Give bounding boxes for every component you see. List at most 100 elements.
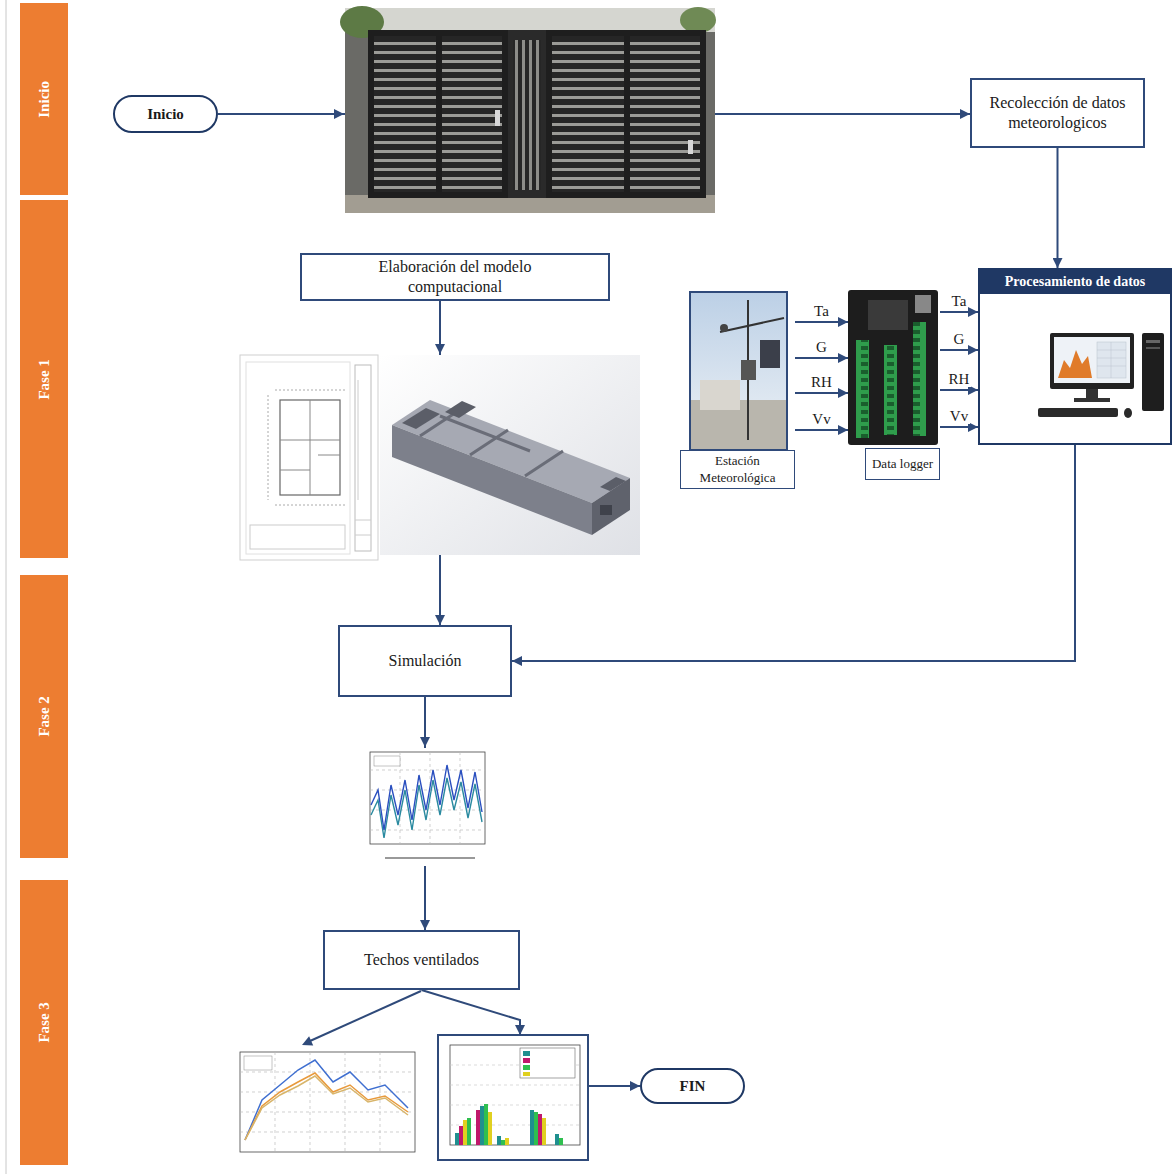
bar-chart — [530, 1110, 534, 1145]
process-box: Recolección de datos meteorologicos — [970, 78, 1145, 148]
signal-label: Vv — [810, 411, 832, 428]
bar-chart — [450, 1045, 580, 1145]
data-logger: Data logger — [848, 290, 940, 480]
signal-label: G — [952, 331, 967, 348]
flow-arrow — [940, 311, 978, 313]
floor-plan-drawing — [250, 525, 345, 549]
process-box: Elaboración del modelo computacional — [300, 253, 610, 301]
bar-chart — [455, 1133, 459, 1145]
bar-chart — [467, 1118, 471, 1145]
simulation-chart — [370, 752, 485, 844]
gate-photo — [495, 110, 500, 126]
data-logger-device — [915, 295, 931, 313]
data-logger-device — [856, 340, 869, 438]
computer-illustration — [1038, 408, 1118, 417]
node-label: Estación Meteorológica — [681, 452, 794, 487]
weather-station-photo — [700, 380, 740, 410]
bar-chart — [459, 1126, 463, 1145]
gate-photo — [442, 36, 502, 192]
weather-station: Estación Meteorológica — [680, 290, 795, 485]
bar-chart — [438, 1035, 588, 1160]
simulation-chart — [371, 765, 482, 830]
phase-label: Inicio — [35, 81, 54, 118]
bar-chart — [438, 1035, 588, 1160]
flow-arrow-layout — [302, 109, 525, 1046]
computer-illustration — [1142, 333, 1164, 411]
gate-photo — [630, 36, 700, 192]
node-label: FIN — [680, 1077, 706, 1096]
bar-chart — [480, 1106, 484, 1145]
bar-chart — [484, 1104, 488, 1145]
floor-plan-drawing — [280, 400, 340, 495]
3d-model-render — [380, 355, 640, 555]
3d-model-render — [420, 411, 563, 476]
process-box: Simulación — [338, 625, 512, 697]
3d-model-render — [445, 401, 476, 418]
flow-arrow — [1057, 148, 1059, 268]
computer-illustration — [1146, 340, 1160, 343]
data-logger-device — [848, 290, 938, 445]
flow-arrow — [795, 392, 848, 394]
bar-chart — [523, 1072, 530, 1076]
3d-model-render — [600, 477, 626, 491]
bar-chart — [523, 1058, 530, 1063]
phase-label: Fase 3 — [35, 1002, 54, 1042]
node-label: Data logger — [869, 455, 936, 473]
temperature-line-chart — [245, 1076, 408, 1140]
bar-chart — [559, 1138, 563, 1145]
gate-photo — [345, 8, 715, 32]
flow-arrow — [940, 389, 978, 391]
bar-chart — [497, 1136, 501, 1145]
bar-chart — [505, 1138, 509, 1145]
node-label: Recolección de datos meteorologicos — [972, 91, 1143, 135]
weather-station-photo — [741, 360, 756, 380]
bar-chart — [534, 1112, 538, 1145]
phase-band: Inicio — [20, 3, 68, 195]
flow-arrow-layout — [334, 109, 344, 119]
computer-illustration — [1054, 337, 1130, 383]
3d-model-render — [600, 505, 612, 515]
data-logger-device — [868, 300, 908, 330]
gate-photo — [688, 140, 693, 154]
signal-label: Vv — [948, 408, 970, 425]
process-box: Techos ventilados — [323, 930, 520, 990]
bar-chart — [523, 1065, 530, 1070]
data-logger-device — [913, 322, 926, 436]
weather-station-photo — [760, 340, 780, 368]
gate-photo — [340, 6, 716, 213]
panel-header: Procesamiento de datos — [980, 270, 1170, 294]
computer-illustration — [1124, 408, 1132, 418]
bar-chart — [542, 1118, 546, 1145]
node-label: Techos ventilados — [358, 948, 485, 972]
caption-box: Data logger — [865, 448, 940, 480]
signal-label: RH — [947, 371, 972, 388]
temperature-line-chart — [240, 1052, 415, 1152]
floor-plan-drawing — [268, 390, 345, 505]
signal-label: RH — [809, 374, 834, 391]
flow-arrow-layout — [302, 1036, 313, 1045]
gate-photo — [345, 8, 715, 213]
phase-band: Fase 3 — [20, 880, 68, 1165]
computer-illustration — [1146, 347, 1160, 349]
floor-plan-drawing — [280, 400, 340, 495]
flow-arrow-layout — [435, 344, 445, 354]
bar-chart — [463, 1120, 467, 1145]
bar-chart — [555, 1134, 559, 1145]
temperature-line-chart — [245, 1073, 408, 1140]
flow-arrow — [795, 429, 848, 431]
processing-panel: Procesamiento de datos — [978, 268, 1172, 445]
floor-plan-drawing — [355, 365, 371, 551]
flow-arrow-layout — [515, 1025, 525, 1035]
computer-illustration — [1074, 398, 1110, 402]
bar-chart — [520, 1048, 575, 1078]
computer-illustration — [1038, 333, 1164, 418]
end-terminal: FIN — [640, 1068, 745, 1104]
bar-chart — [523, 1051, 530, 1056]
computer-illustration — [1097, 342, 1126, 378]
phase-label: Fase 2 — [35, 696, 54, 736]
computer-illustration — [1097, 342, 1126, 378]
signal-label: G — [814, 339, 829, 356]
flow-arrow-layout — [310, 991, 421, 1041]
